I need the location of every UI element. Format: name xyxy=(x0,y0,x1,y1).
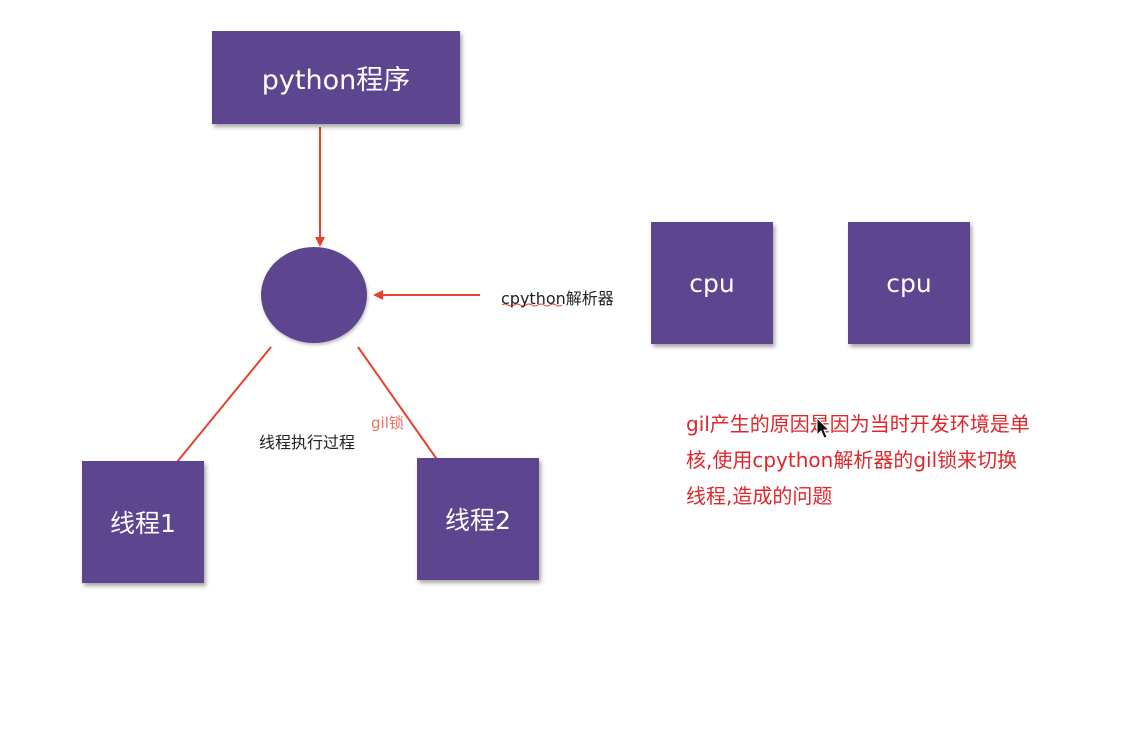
cpython-interpreter-label: cpython解析器 xyxy=(501,289,614,308)
note-line-1: gil产生的原因是因为当时开发环境是单 xyxy=(686,412,1030,436)
gil-lock-label: gil锁 xyxy=(371,414,404,432)
gil-interpreter-node xyxy=(261,247,367,343)
thread-box-1: 线程1 xyxy=(82,461,204,583)
thread-box-2: 线程2 xyxy=(417,458,539,580)
cpu-box-2: cpu xyxy=(848,222,970,344)
spellcheck-underline xyxy=(501,303,563,307)
cpu-box-1: cpu xyxy=(651,222,773,344)
cpu-label-1: cpu xyxy=(689,268,735,298)
note-line-3: 线程,造成的问题 xyxy=(686,484,833,508)
thread-label-1: 线程1 xyxy=(110,509,176,538)
mouse-pointer-icon xyxy=(816,417,831,439)
thread-execution-label: 线程执行过程 xyxy=(259,433,356,452)
python-program-box: python程序 xyxy=(212,31,460,124)
python-program-label: python程序 xyxy=(261,65,411,96)
cpu-label-2: cpu xyxy=(886,268,932,298)
gil-explanation-note: gil产生的原因是因为当时开发环境是单 核,使用cpython解析器的gil锁来… xyxy=(686,406,1106,514)
note-line-2: 核,使用cpython解析器的gil锁来切换 xyxy=(686,448,1018,472)
thread-label-2: 线程2 xyxy=(445,506,511,535)
